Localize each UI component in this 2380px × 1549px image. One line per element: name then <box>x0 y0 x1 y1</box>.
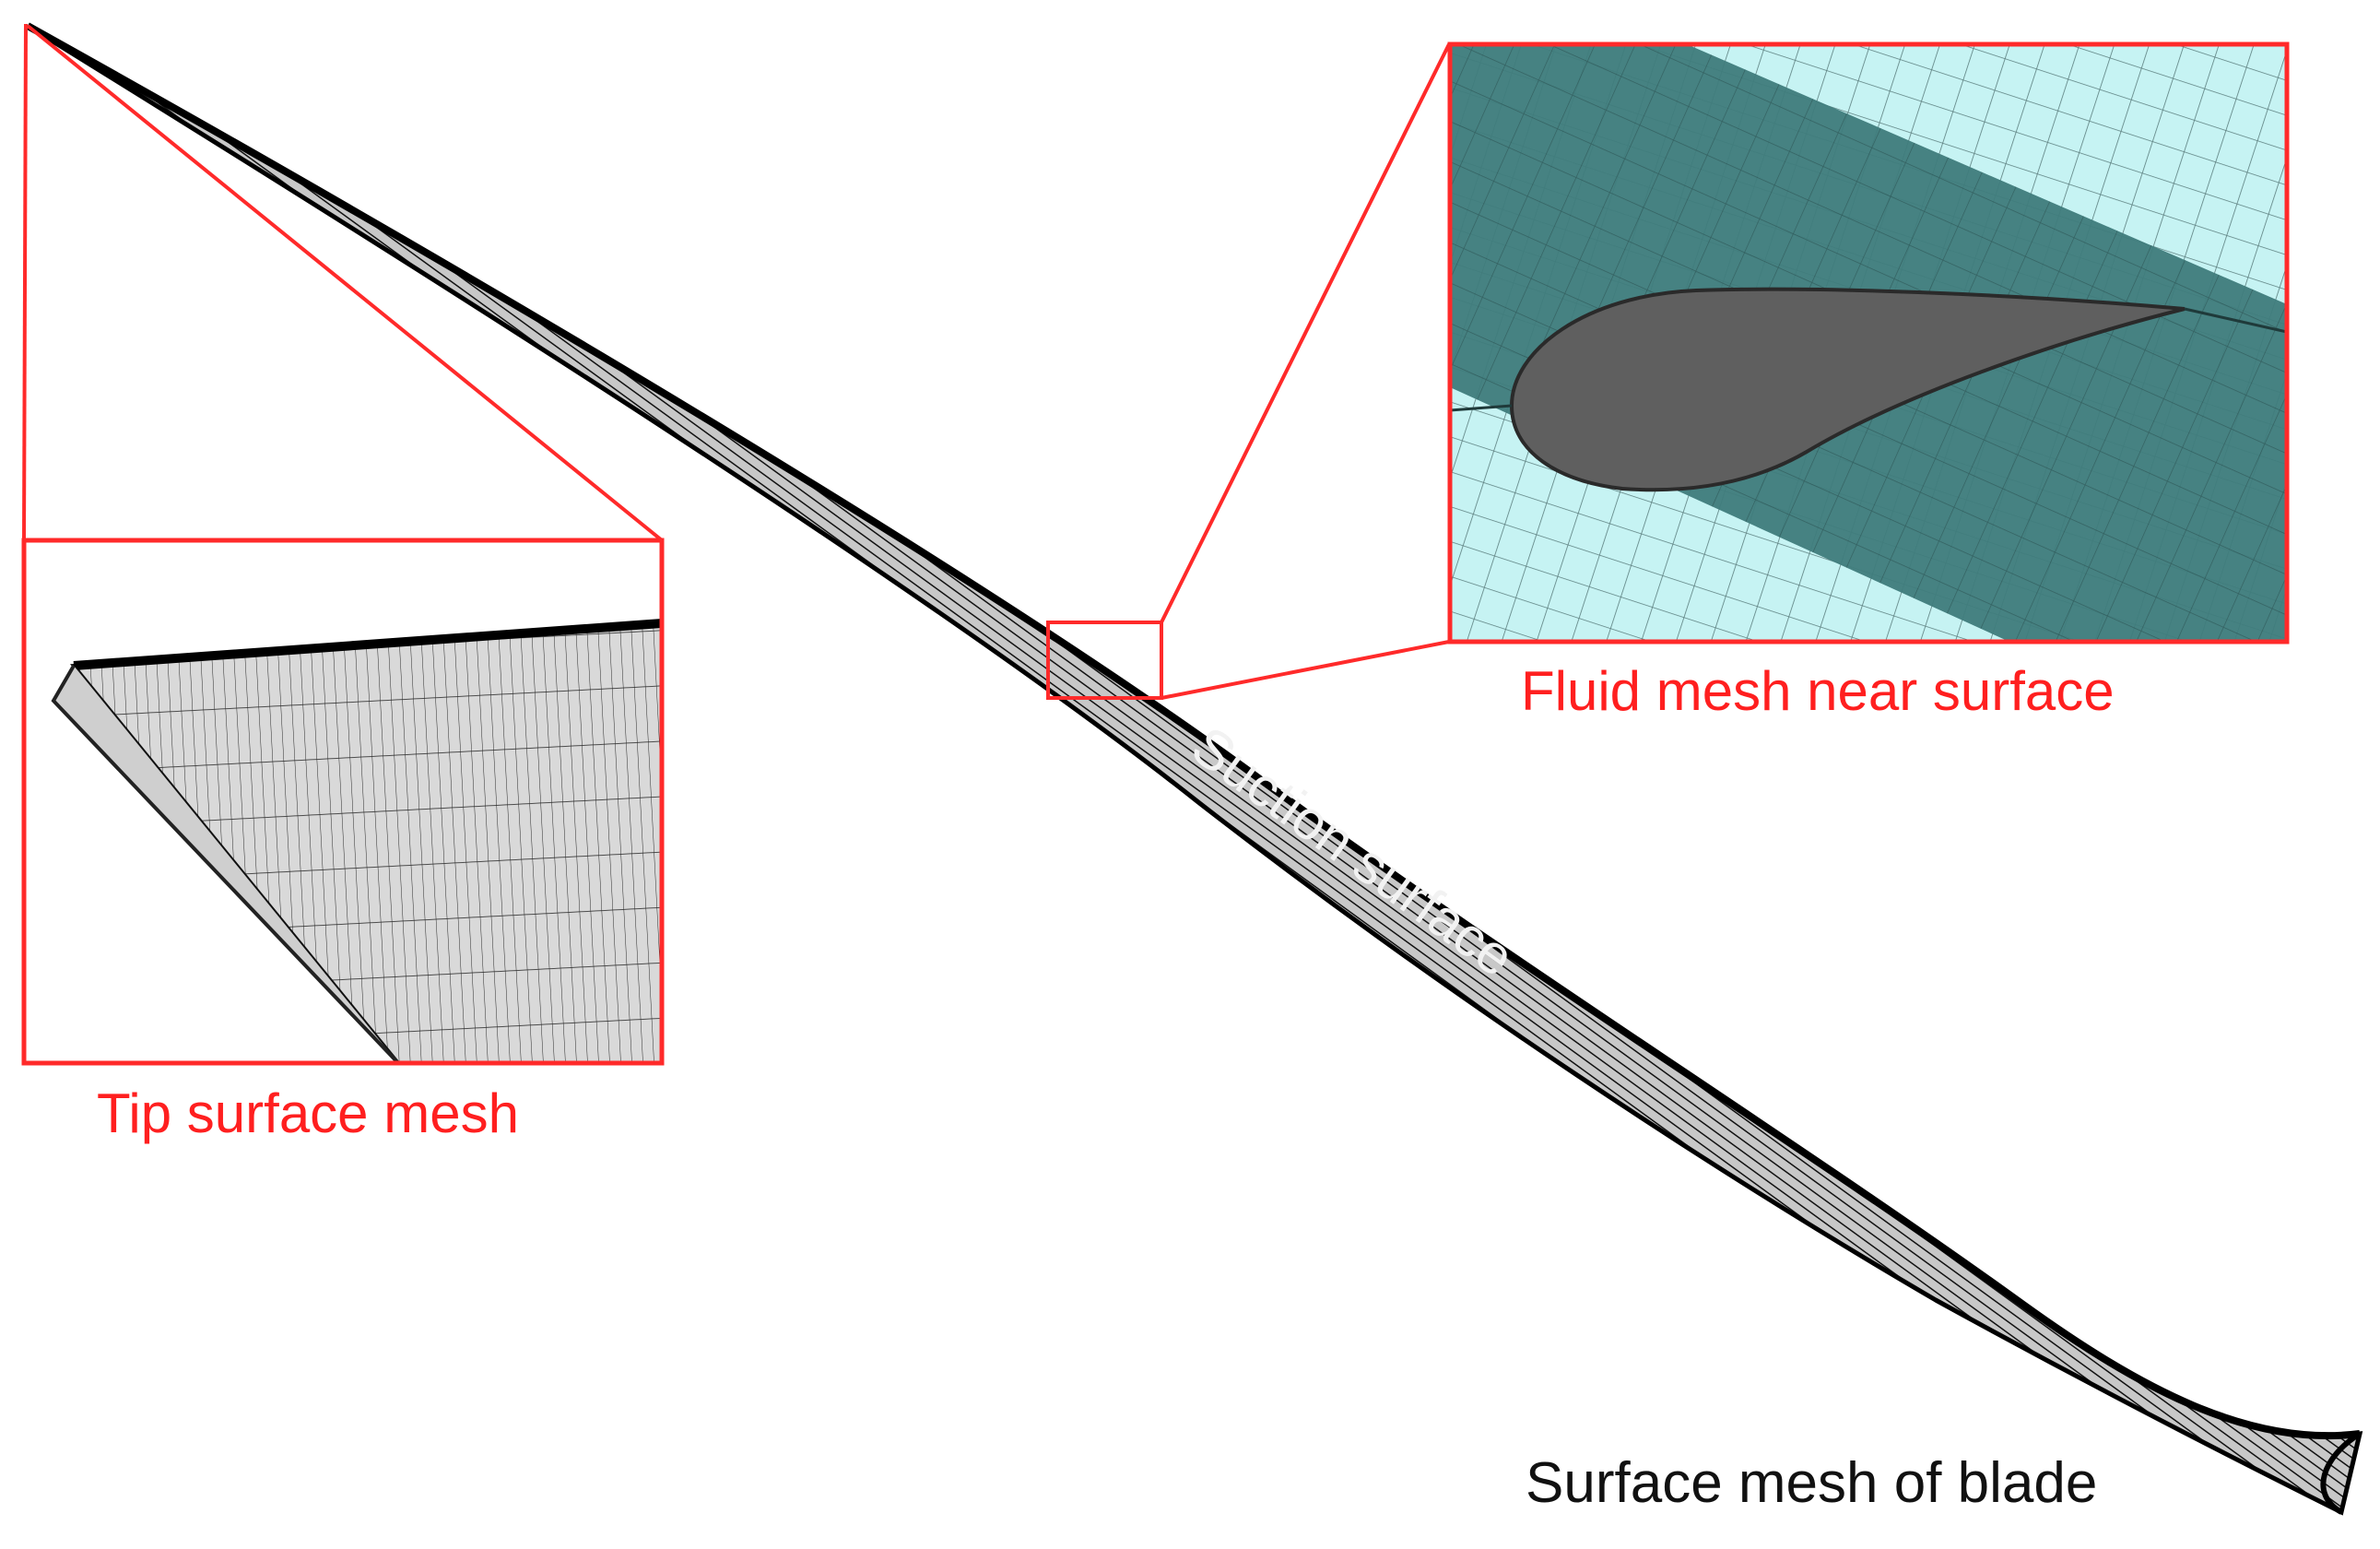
tip-connector <box>26 24 664 542</box>
tip-leading-edge <box>73 619 662 670</box>
blade <box>26 22 2363 1516</box>
fluid-zoom-box <box>1046 621 1163 700</box>
airfoil-section <box>1509 287 2186 492</box>
blade-mesh-label: Surface mesh of blade <box>1526 1451 2098 1515</box>
fluid-connector-top <box>1160 43 1451 623</box>
fluid-connector-bottom <box>1161 640 1450 700</box>
fluid-wake-line <box>2184 307 2287 334</box>
tip-inset-frame <box>21 538 665 1066</box>
zoom-connectors <box>22 23 1451 700</box>
fluid-inset <box>1447 41 2290 644</box>
blade-root-section <box>2320 1431 2362 1515</box>
tip-mesh-label: Tip surface mesh <box>97 1082 519 1144</box>
tip-connector-left <box>22 23 28 541</box>
blade-leading-edge <box>26 22 2361 1440</box>
fluid-inset-frame <box>1447 41 2290 644</box>
tip-trailing-edge <box>51 664 400 1062</box>
tip-inset <box>21 538 665 1066</box>
fluid-mesh-label: Fluid mesh near surface <box>1521 660 2115 722</box>
fluid-inflow-line <box>1450 404 1513 412</box>
